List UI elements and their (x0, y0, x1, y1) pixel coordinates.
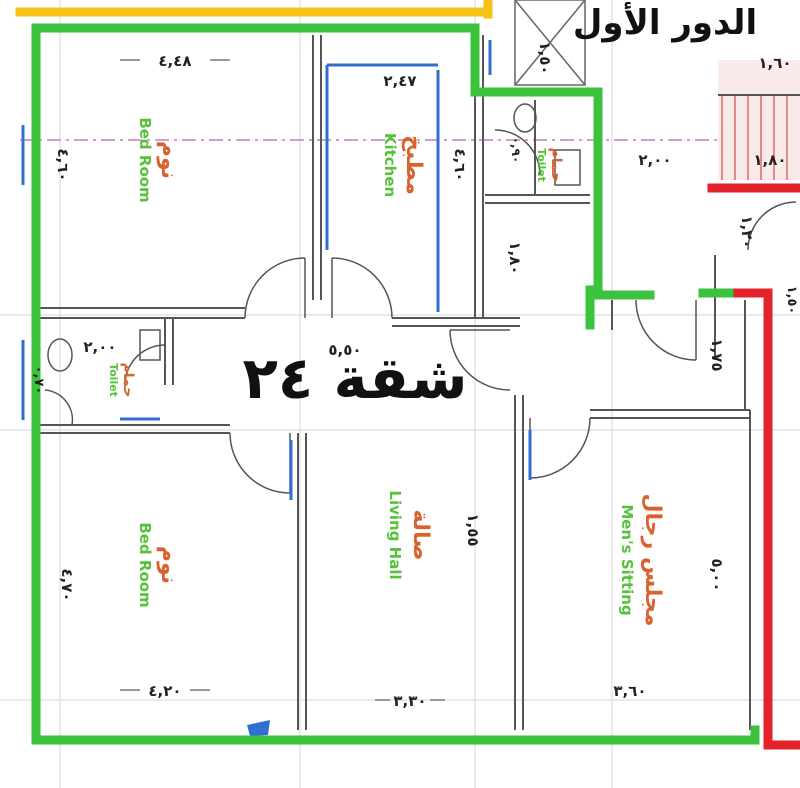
room-name-en: Kitchen (381, 133, 399, 197)
dimension-label: ١,٥٠ (536, 41, 554, 74)
apartment-boundary (15, 0, 800, 750)
apartment-label: شقة ٢٤ (243, 344, 468, 412)
dimension-lines (120, 59, 445, 701)
room-name-ar: نوم (156, 141, 181, 179)
dimension-label: ١,٦٠ (758, 54, 791, 72)
dimension-label: ٤,٦٠ (451, 148, 469, 181)
dimension-label: ٤,٤٨ (158, 52, 191, 70)
dimension-label: ١,٨٠ (506, 241, 524, 274)
entry-marker (247, 720, 270, 736)
room-name-en: Men's Sitting (618, 504, 636, 615)
dimension-label: ١,٧٥ (708, 338, 726, 371)
room-bedroom-bottom: Bed Room نوم (136, 522, 181, 607)
dimension-label: ٠,٧٠ (31, 366, 46, 395)
room-name-ar: حمام (548, 148, 564, 183)
dimension-label: ٤,٧٠ (58, 568, 76, 601)
staircase (718, 60, 800, 180)
room-name-ar: حمام (120, 363, 136, 398)
room-name-en: Toilet (107, 363, 120, 397)
room-bedroom-top: Bed Room نوم (136, 117, 181, 202)
floor-title: الدور الأول (573, 1, 757, 43)
dimension-label: ٢,٤٧ (383, 72, 416, 90)
room-name-ar: مطبخ (401, 135, 426, 195)
dimension-label: ٠,٩٠ (509, 137, 523, 164)
room-toilet-top: Toilet حمام (535, 148, 564, 183)
room-kitchen: Kitchen مطبخ (381, 133, 426, 197)
room-name-en: Living Hall (386, 490, 404, 579)
dimension-label: ٢,٠٠ (83, 338, 116, 356)
shaft-void (514, 0, 586, 86)
toilet-fixtures (44, 103, 581, 426)
room-name-ar: نوم (156, 546, 181, 584)
dimension-label: ٣,٣٠ (393, 692, 426, 710)
room-name-en: Bed Room (136, 117, 154, 202)
room-name-ar: صالة (408, 509, 433, 560)
dimension-label: ٤,٢٠ (148, 682, 181, 700)
dimension-labels: ٤,٤٨ ٢,٤٧ ١,٥٠ ١,٦٠ ٤,٦٠ ٤,٦٠ ٢,٠٠ ١,٨٠ … (31, 41, 799, 710)
dimension-label: ٢,٠٠ (638, 151, 671, 169)
room-living-hall: Living Hall صالة (386, 490, 433, 579)
room-mens-sitting: Men's Sitting مجلس رجال (618, 493, 665, 626)
dimension-label: ٣,٦٠ (613, 682, 646, 700)
room-toilet-left: Toilet حمام (107, 363, 136, 398)
dimension-label: ٥,٠٠ (708, 558, 726, 591)
room-name-ar: مجلس رجال (640, 493, 665, 626)
window-markers (21, 40, 532, 500)
dimension-label: ١,٥٠ (784, 286, 799, 315)
room-name-en: Bed Room (136, 522, 154, 607)
doors (124, 129, 797, 494)
interior-walls (40, 35, 751, 730)
room-name-en: Toilet (535, 148, 548, 182)
dimension-label: ١,٢٠ (738, 215, 756, 248)
dimension-label: ١,٨٠ (753, 151, 786, 169)
dimension-label: ٤,٦٠ (54, 148, 72, 181)
dimension-label: ٥,٥٠ (328, 341, 361, 359)
dimension-label: ١,٥٥ (464, 513, 482, 546)
